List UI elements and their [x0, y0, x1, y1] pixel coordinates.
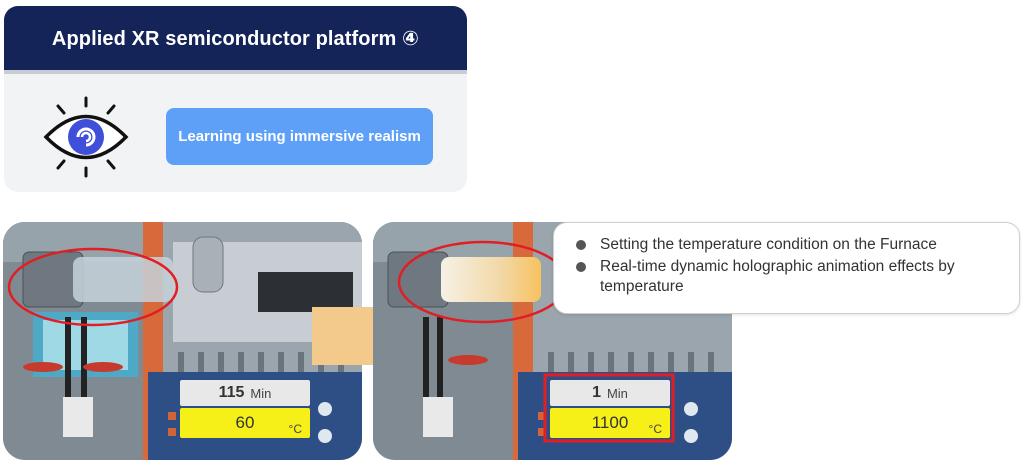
temperature-value: 60	[235, 413, 255, 432]
eye-icon	[40, 94, 132, 180]
temperature-display: 1100 °C	[550, 408, 670, 438]
info-panel: Setting the temperature condition on the…	[553, 222, 1020, 314]
header-divider	[4, 70, 467, 74]
time-unit: Min	[606, 385, 628, 401]
feature-pill: Learning using immersive realism	[166, 108, 433, 165]
temperature-value: 1100	[591, 413, 629, 432]
page-title: Applied XR semiconductor platform ④	[4, 6, 467, 70]
temperature-display: 60 °C	[180, 408, 310, 438]
info-list: Setting the temperature condition on the…	[554, 223, 1019, 297]
time-value: 1	[592, 384, 601, 401]
info-bullet-1: Setting the temperature condition on the…	[576, 235, 1003, 255]
info-bullet-text: Real-time dynamic holographic animation …	[600, 258, 955, 295]
bullet-icon	[576, 262, 586, 272]
furnace-scene-after: 1 Min 1100 °C	[373, 222, 732, 460]
info-bullet-text: Setting the temperature condition on the…	[600, 236, 937, 253]
time-display: 115 Min	[180, 380, 310, 406]
time-display: 1 Min	[550, 380, 670, 406]
time-value: 115	[218, 384, 245, 401]
temperature-unit: °C	[288, 422, 302, 436]
info-bullet-2: Real-time dynamic holographic animation …	[576, 257, 1003, 297]
time-unit: Min	[250, 385, 272, 401]
bullet-icon	[576, 240, 586, 250]
furnace-scene-before: 115 Min 60 °C	[3, 222, 362, 460]
furnace-illustration-after	[373, 222, 732, 460]
title-card: Applied XR semiconductor platform ④ Lear…	[4, 6, 467, 192]
temperature-unit: °C	[648, 422, 662, 436]
